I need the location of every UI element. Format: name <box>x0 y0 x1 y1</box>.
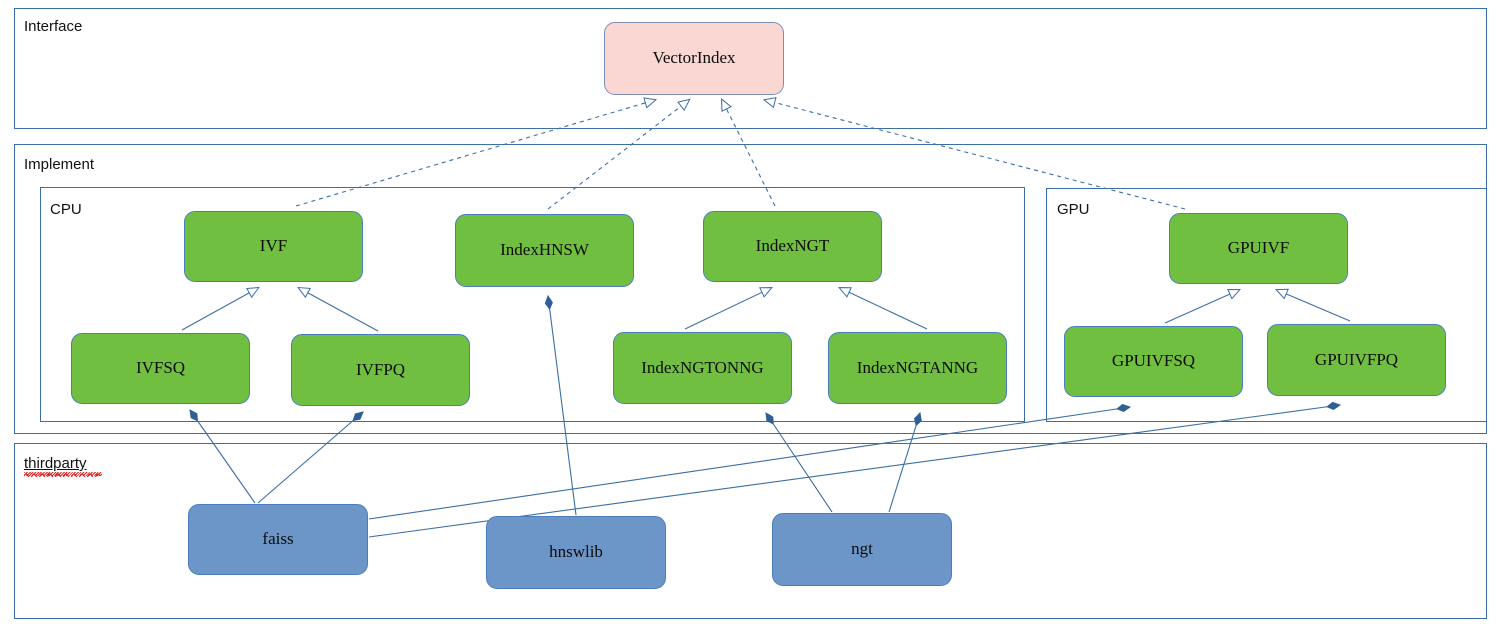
node-indexngtonng[interactable]: IndexNGTONNG <box>613 332 792 404</box>
container-gpu-label: GPU <box>1057 201 1090 218</box>
node-gpuivfpq[interactable]: GPUIVFPQ <box>1267 324 1446 396</box>
node-faiss[interactable]: faiss <box>188 504 368 575</box>
node-ngt[interactable]: ngt <box>772 513 952 586</box>
node-hnswlib[interactable]: hnswlib <box>486 516 666 589</box>
container-thirdparty-label: thirdparty <box>24 455 87 472</box>
node-ivfsq[interactable]: IVFSQ <box>71 333 250 404</box>
node-gpuivfsq[interactable]: GPUIVFSQ <box>1064 326 1243 397</box>
node-gpuivf[interactable]: GPUIVF <box>1169 213 1348 284</box>
container-implement-label: Implement <box>24 156 95 173</box>
node-ivfpq[interactable]: IVFPQ <box>291 334 470 406</box>
node-ivf[interactable]: IVF <box>184 211 363 282</box>
spellcheck-squiggle-icon <box>24 472 102 477</box>
node-vectorindex[interactable]: VectorIndex <box>604 22 784 95</box>
node-indexhnsw[interactable]: IndexHNSW <box>455 214 634 287</box>
container-cpu-label: CPU <box>50 201 82 218</box>
node-indexngtanng[interactable]: IndexNGTANNG <box>828 332 1007 404</box>
container-interface-label: Interface <box>24 18 83 35</box>
node-indexngt[interactable]: IndexNGT <box>703 211 882 282</box>
